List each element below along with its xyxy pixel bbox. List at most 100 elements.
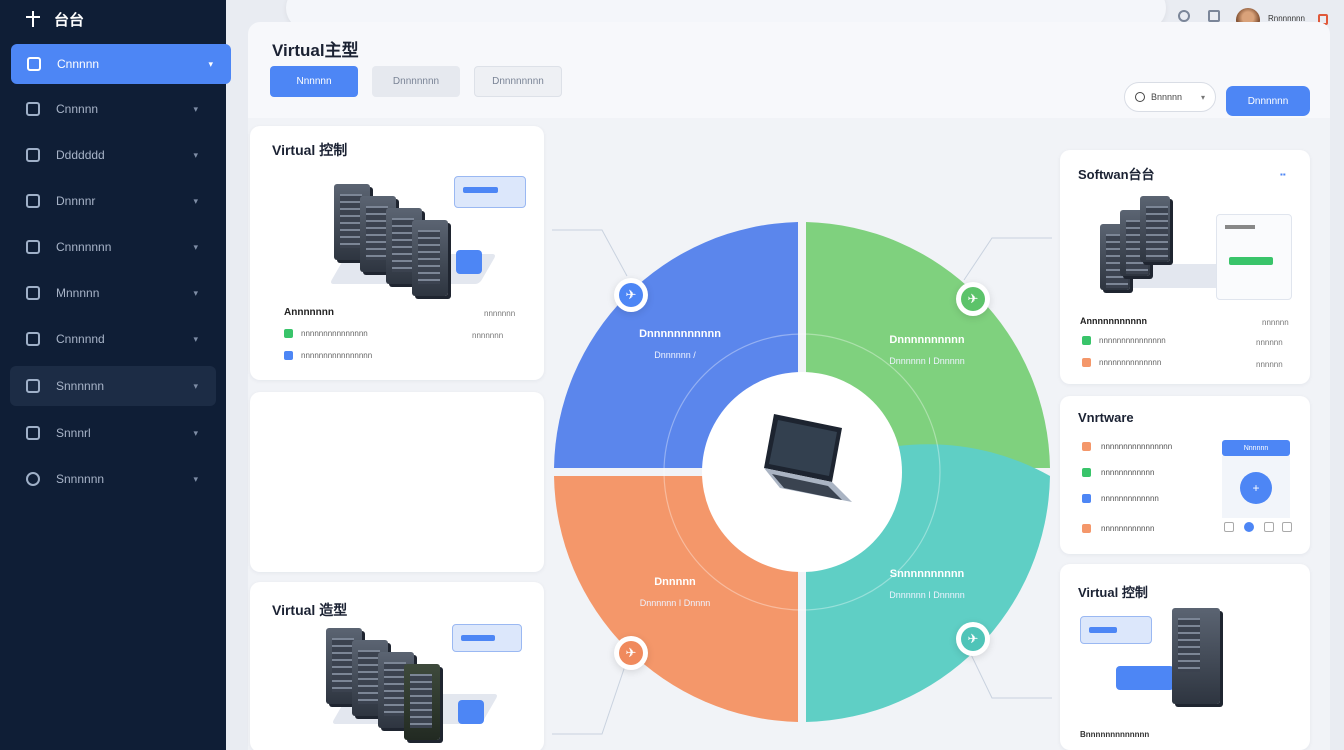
connector-line [963, 639, 1052, 699]
quadrant-subtitle: Dnnnnnn I Dnnnnn [889, 590, 965, 600]
card-title: Vnrtware [1078, 410, 1134, 425]
list-label: nnnnnnnnnnnn [1101, 524, 1155, 533]
left-card-empty [250, 392, 544, 572]
info-tag-illustration [1116, 666, 1174, 690]
edit-icon[interactable] [1264, 522, 1274, 532]
sidebar-item-label: Cnnnnnnn [56, 240, 112, 254]
filter-select[interactable]: Bnnnnn ▾ [1124, 82, 1216, 112]
close-icon[interactable] [1282, 522, 1292, 532]
card-title: Virtual 造型 [272, 602, 348, 618]
monitor-icon [456, 250, 482, 274]
list-item[interactable]: nnnnnnnnnnnn [1082, 524, 1154, 533]
list-swatch [1082, 468, 1091, 477]
more-icon[interactable]: ▪▪ [1280, 170, 1286, 179]
plane-icon: ✈ [619, 283, 643, 307]
legend-title: Annnnnnn [284, 307, 334, 318]
plane-icon: ✈ [961, 287, 985, 311]
connector-line [552, 659, 628, 735]
page-title: Virtual主型 [272, 41, 359, 60]
sidebar-item-5[interactable]: Cnnnnnnn ▾ [10, 227, 216, 267]
list-item[interactable]: nnnnnnnnnnnn [1082, 468, 1154, 477]
chevron-down-icon: ▾ [193, 103, 198, 114]
header-panel: Virtual主型 Nnnnnn Dnnnnnnn Dnnnnnnnn Bnnn… [248, 22, 1330, 130]
sidebar-item-label: Mnnnnn [56, 286, 100, 300]
tab-3[interactable]: Dnnnnnnnn [474, 66, 562, 97]
left-card-2: Virtual 造型 [250, 582, 544, 750]
callout-illustration [1080, 616, 1152, 644]
quadrant-title: Snnnnnnnnnn [889, 568, 965, 580]
primary-action-button[interactable]: Dnnnnnn [1226, 86, 1310, 116]
plane-icon: ✈ [961, 627, 985, 651]
notification-icon[interactable] [1178, 10, 1190, 22]
sidebar-item-2[interactable]: Cnnnnn ▾ [10, 89, 216, 129]
callout-illustration [452, 624, 522, 652]
legend-value: nnnnnn [1256, 360, 1283, 369]
chevron-down-icon: ▾ [208, 58, 213, 69]
legend-swatch [1082, 336, 1091, 345]
list-swatch [1082, 524, 1091, 533]
quadrant-node-4[interactable]: ✈ [956, 622, 990, 656]
legend-label: nnnnnnnnnnnnnnnn [301, 351, 373, 360]
info-icon[interactable] [1244, 522, 1254, 532]
connector-line [552, 229, 628, 277]
view-icon[interactable] [1224, 522, 1234, 532]
list-swatch [1082, 494, 1091, 503]
card-title: Softwan台台 [1078, 167, 1155, 182]
quadrant-subtitle: Dnnnnnn I Dnnnn [639, 598, 711, 608]
quadrant-node-2[interactable]: ✈ [956, 282, 990, 316]
sidebar-item-10[interactable]: Snnnnnn ▾ [10, 459, 216, 499]
quadrant-node-1[interactable]: ✈ [614, 278, 648, 312]
legend-label: nnnnnnnnnnnnnnn [1099, 336, 1166, 345]
document-icon [26, 426, 40, 440]
chevron-down-icon: ▾ [193, 427, 198, 438]
brand[interactable]: 台台 [24, 8, 84, 30]
sidebar-item-1[interactable]: Cnnnnn ▾ [11, 44, 231, 84]
card-footer: Bnnnnnnnnnnnnn [1080, 730, 1150, 739]
sidebar-item-3[interactable]: Ddddddd ▾ [10, 135, 216, 175]
server-illustration [1140, 196, 1170, 262]
legend-swatch [284, 329, 293, 338]
tab-1[interactable]: Nnnnnn [270, 66, 358, 97]
card-title: Virtual 控制 [272, 142, 348, 158]
list-item[interactable]: nnnnnnnnnnnnnnnn [1082, 442, 1172, 451]
sidebar-item-9[interactable]: Snnnrl ▾ [10, 413, 216, 453]
list-label: nnnnnnnnnnnnnnnn [1101, 442, 1173, 451]
connector-line [963, 237, 1052, 281]
brand-logo-icon [24, 10, 42, 28]
brand-label: 台台 [54, 11, 85, 29]
sidebar-item-label: Cnnnnn [57, 57, 100, 71]
legend-label: nnnnnnnnnnnnnn [1099, 358, 1162, 367]
gear-icon [26, 472, 40, 486]
chevron-down-icon: ▾ [193, 380, 198, 391]
list-item[interactable]: nnnnnnnnnnnnn [1082, 494, 1159, 503]
sidebar-item-8[interactable]: Snnnnnn ▾ [10, 366, 216, 406]
chevron-down-icon: ▾ [193, 195, 198, 206]
plane-icon: ✈ [619, 641, 643, 665]
legend-swatch [284, 351, 293, 360]
callout-illustration [454, 176, 526, 208]
sidebar: 台台 Cnnnnn ▾ Cnnnnn ▾ Ddddddd ▾ Dnnnnr ▾ … [0, 0, 231, 750]
quadrant-diagram: ✈ ✈ ✈ ✈ Dnnnnnnnnnnn Dnnnnnn / Dnnnnnnnn… [552, 128, 1052, 738]
tab-2[interactable]: Dnnnnnnn [372, 66, 460, 97]
server-illustration [404, 664, 440, 740]
legend-row: nnnnnnnnnnnnnnnn [284, 351, 372, 360]
quadrant-subtitle: Dnnnnnn / [654, 350, 696, 360]
filter-label: Bnnnnn [1151, 92, 1183, 102]
legend-row: nnnnnnnnnnnnnnn [284, 329, 368, 338]
quadrant-subtitle: Dnnnnnn I Dnnnnn [889, 356, 965, 366]
sidebar-item-label: Snnnnnn [56, 472, 105, 486]
sidebar-item-7[interactable]: Cnnnnnd ▾ [10, 319, 216, 359]
sidebar-item-label: Cnnnnnd [56, 332, 105, 346]
search-icon [1135, 92, 1145, 102]
list-swatch [1082, 442, 1091, 451]
sidebar-item-4[interactable]: Dnnnnr ▾ [10, 181, 216, 221]
chevron-down-icon: ▾ [1200, 92, 1205, 102]
sidebar-item-label: Ddddddd [56, 148, 105, 162]
quadrant-node-3[interactable]: ✈ [614, 636, 648, 670]
sidebar-item-6[interactable]: Mnnnnn ▾ [10, 273, 216, 313]
server-illustration [1172, 608, 1220, 704]
message-icon[interactable] [1208, 10, 1220, 22]
settings-icon [458, 700, 484, 724]
add-icon[interactable]: + [1240, 472, 1272, 504]
new-button[interactable]: Nnnnnn [1222, 440, 1290, 456]
